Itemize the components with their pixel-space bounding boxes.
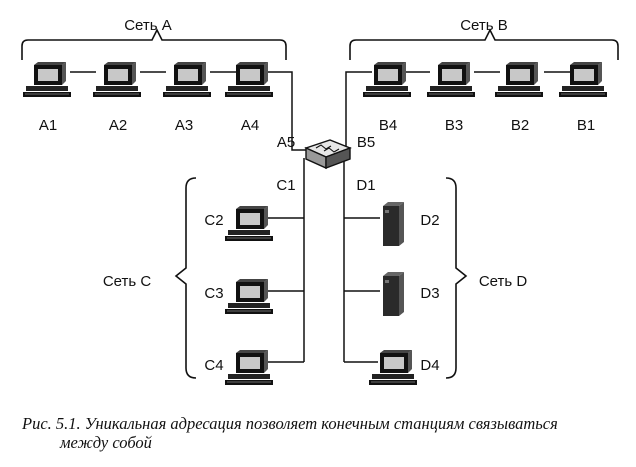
host-label-c3: C3 [204,285,223,302]
host-label-d2: D2 [420,212,439,229]
workstation-icon-a2 [92,61,142,98]
caption-line-2: между собой [60,433,152,452]
network-c-title: Сеть C [103,273,152,290]
workstation-icon-b2 [494,61,544,98]
host-label-b1: B1 [577,117,595,134]
network-b-bracket [349,28,619,60]
workstation-icon-b1 [558,61,608,98]
network-c-brace [174,177,197,379]
workstation-icon-c2 [224,205,274,242]
port-label-d1: D1 [356,177,375,194]
router-icon [304,139,352,170]
workstation-icon-c4 [224,349,274,386]
workstation-icon-b4 [362,61,412,98]
host-label-a2: A2 [109,117,127,134]
host-label-b3: B3 [445,117,463,134]
workstation-icon-a3 [162,61,212,98]
host-label-b4: B4 [379,117,397,134]
host-label-b2: B2 [511,117,529,134]
workstation-icon-a1 [22,61,72,98]
host-label-c2: C2 [204,212,223,229]
workstation-icon-c3 [224,278,274,315]
network-b-title: Сеть B [460,17,508,34]
figure-caption: Рис. 5.1. Уникальная адресация позволяет… [22,414,628,452]
server-icon-d3 [383,272,404,316]
network-a-title: Сеть A [124,17,172,34]
caption-line-1: Рис. 5.1. Уникальная адресация позволяет… [22,414,558,433]
workstation-icon-a4 [224,61,274,98]
host-label-d3: D3 [420,285,439,302]
network-a-bracket [21,28,287,60]
workstation-icon-b3 [426,61,476,98]
workstation-icon-d4 [368,349,418,386]
network-a-cable [70,71,312,151]
network-d-brace [445,177,468,379]
host-label-c4: C4 [204,357,223,374]
port-label-b5: B5 [357,134,375,151]
host-label-a4: A4 [241,117,259,134]
host-label-a1: A1 [39,117,57,134]
server-icon-d2 [383,202,404,246]
network-c-cable [268,158,305,363]
host-label-d4: D4 [420,357,439,374]
port-label-a5: A5 [277,134,295,151]
host-label-a3: A3 [175,117,193,134]
network-d-cable [343,158,380,363]
port-label-c1: C1 [276,177,295,194]
network-d-title: Сеть D [479,273,528,290]
